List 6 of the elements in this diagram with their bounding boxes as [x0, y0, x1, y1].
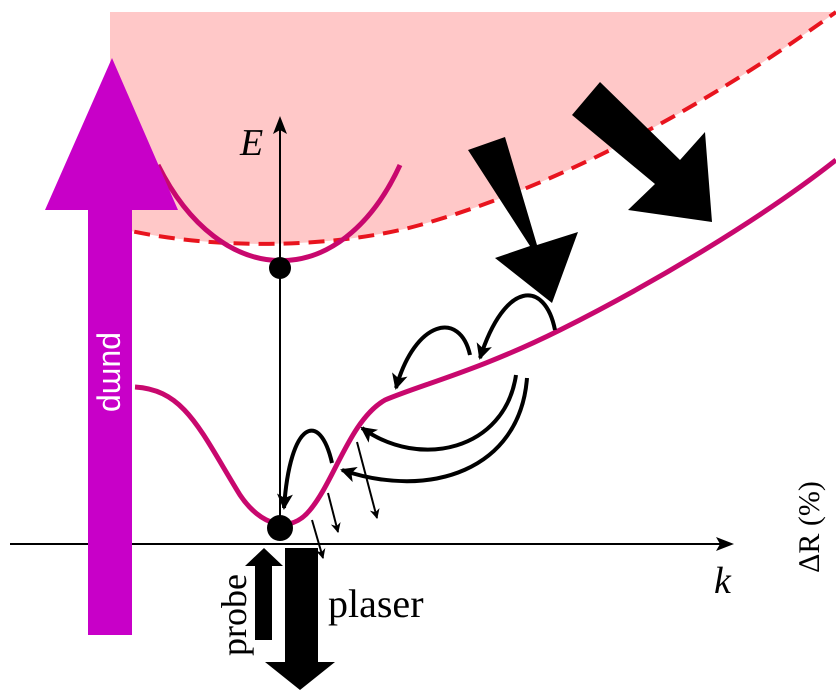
axis-label: plaser	[328, 584, 424, 624]
axis-label: pump	[98, 332, 130, 412]
axis-label: k	[714, 562, 731, 600]
axis-label: E	[240, 124, 264, 162]
axis-label: ΔR (%)	[794, 481, 825, 573]
axis-label: probe	[216, 574, 252, 656]
